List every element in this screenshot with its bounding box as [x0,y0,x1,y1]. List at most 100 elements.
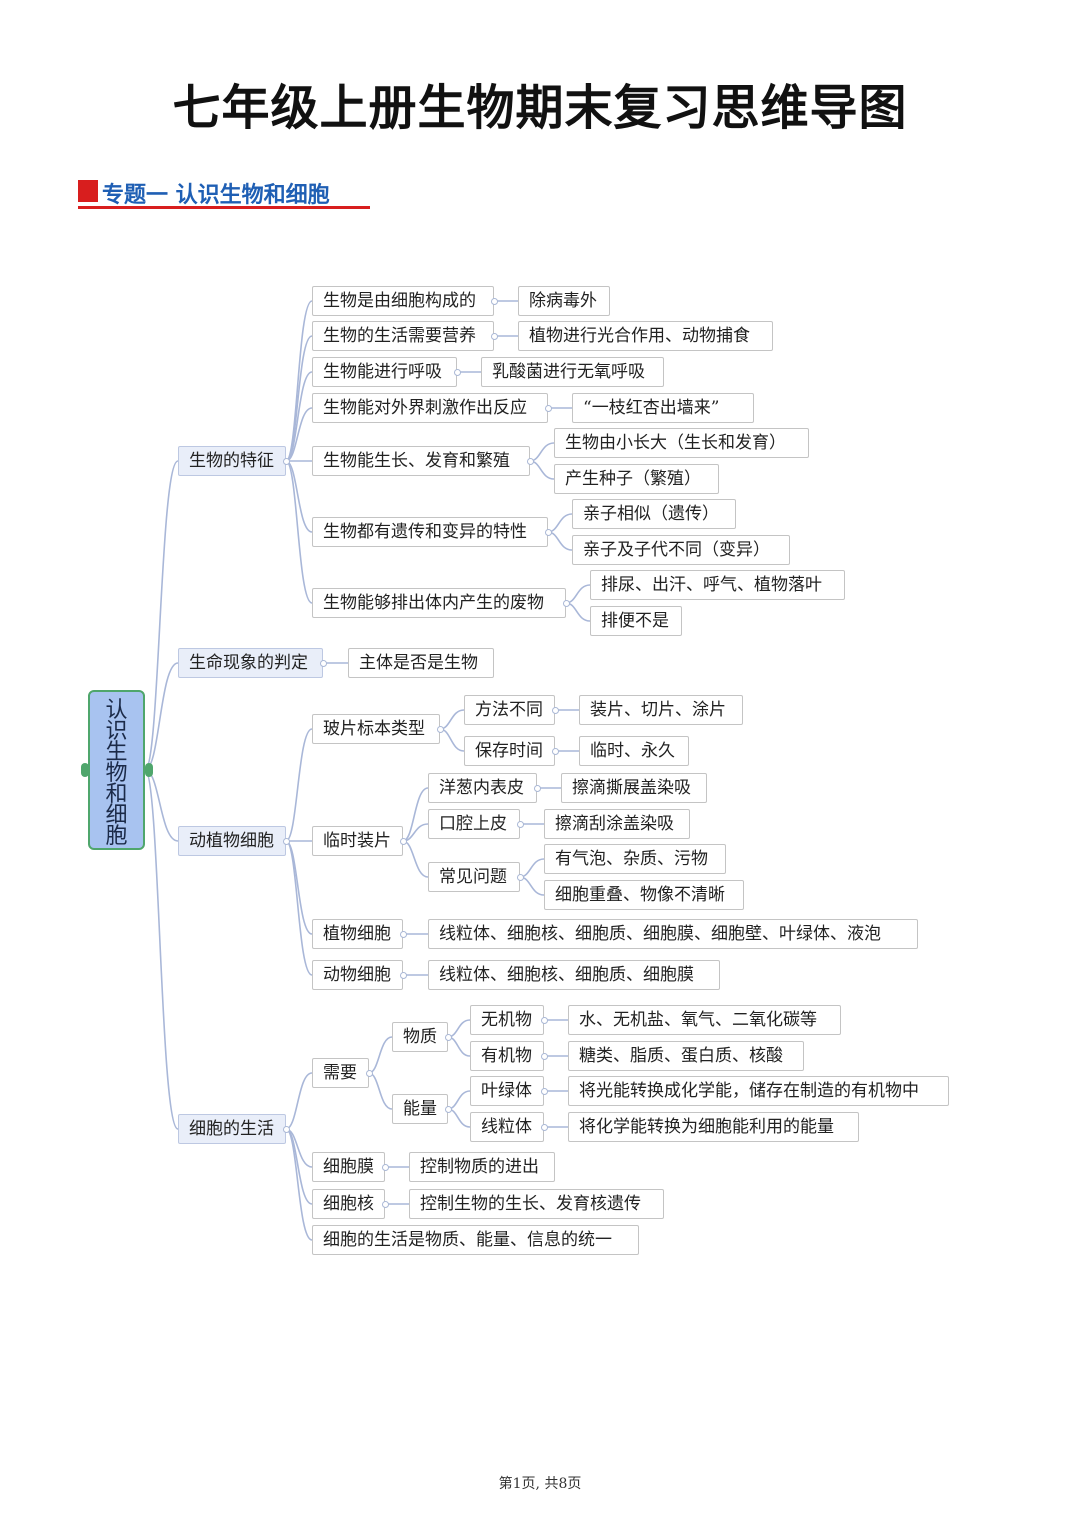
expand-dot[interactable] [283,1126,290,1133]
expand-dot[interactable] [437,726,444,733]
connector-line [519,876,545,896]
organic-node[interactable]: 有机物 [470,1041,544,1071]
expand-dot[interactable] [563,600,570,607]
connector-line [144,769,179,1130]
nucleus-value[interactable]: 控制生物的生长、发育核遗传 [409,1189,664,1219]
matter-node[interactable]: 物质 [392,1022,448,1052]
feature-detail[interactable]: 乳酸菌进行无氧呼吸 [481,357,664,387]
feature-detail[interactable]: 生物由小长大（生长和发育） [554,428,809,458]
slide-keep-value[interactable]: 临时、永久 [579,736,689,766]
problem-item[interactable]: 细胞重叠、物像不清晰 [544,880,744,910]
slide-types[interactable]: 玻片标本类型 [312,714,440,744]
mitochondria-node[interactable]: 线粒体 [470,1112,544,1142]
organic-value[interactable]: 糖类、脂质、蛋白质、核酸 [568,1041,804,1071]
feature-item[interactable]: 生物能对外界刺激作出反应 [312,393,548,423]
expand-dot[interactable] [454,369,461,376]
feature-detail[interactable]: 亲子相似（遗传） [572,499,736,529]
collapse-knob-right[interactable] [145,763,153,777]
expand-dot[interactable] [517,874,524,881]
need-node[interactable]: 需要 [312,1058,369,1088]
expand-dot[interactable] [545,529,552,536]
branch-cell-life[interactable]: 细胞的生活 [178,1114,286,1144]
expand-dot[interactable] [541,1017,548,1024]
root-label: 认识生物和细胞 [105,698,128,849]
connector-line [368,1036,393,1074]
chloroplast-value[interactable]: 将光能转换成化学能，储存在制造的有机物中 [568,1076,949,1106]
animal-cell-parts[interactable]: 线粒体、细胞核、细胞质、细胞膜 [428,960,720,990]
expand-dot[interactable] [320,660,327,667]
feature-detail[interactable]: 排尿、出汗、呼气、植物落叶 [590,570,845,600]
feature-detail[interactable]: 除病毒外 [518,286,610,316]
feature-detail[interactable]: 亲子及子代不同（变异） [572,535,790,565]
root-node[interactable]: 认识生物和细胞 [88,690,145,850]
expand-dot[interactable] [517,821,524,828]
feature-item[interactable]: 生物能生长、发育和繁殖 [312,446,530,476]
connector-line [547,531,573,551]
temp-slide[interactable]: 临时装片 [312,826,403,856]
feature-detail[interactable]: “一枝红杏出墙来” [572,393,754,423]
expand-dot[interactable] [382,1164,389,1171]
slide-method[interactable]: 方法不同 [464,695,555,725]
connector-line [285,1072,313,1130]
expand-dot[interactable] [552,707,559,714]
connector-line [285,460,313,604]
page-title: 七年级上册生物期末复习思维导图 [172,80,908,136]
membrane-value[interactable]: 控制物质的进出 [409,1152,555,1182]
unity-node[interactable]: 细胞的生活是物质、能量、信息的统一 [312,1225,639,1255]
animal-cell[interactable]: 动物细胞 [312,960,403,990]
membrane-node[interactable]: 细胞膜 [312,1152,385,1182]
judge-detail[interactable]: 主体是否是生物 [348,648,494,678]
branch-cells[interactable]: 动植物细胞 [178,826,286,856]
mitochondria-value[interactable]: 将化学能转换为细胞能利用的能量 [568,1112,859,1142]
section-underline [78,206,370,209]
connector-line [368,1072,393,1110]
inorganic-value[interactable]: 水、无机盐、氧气、二氧化碳等 [568,1005,841,1035]
mouth-epithelium[interactable]: 口腔上皮 [428,809,520,839]
expand-dot[interactable] [445,1034,452,1041]
common-problems[interactable]: 常见问题 [428,862,520,892]
collapse-knob-left[interactable] [81,763,89,777]
problem-item[interactable]: 有气泡、杂质、污物 [544,844,726,874]
expand-dot[interactable] [527,458,534,465]
chloroplast-node[interactable]: 叶绿体 [470,1076,544,1106]
feature-item[interactable]: 生物能进行呼吸 [312,357,457,387]
plant-cell[interactable]: 植物细胞 [312,919,403,949]
expand-dot[interactable] [445,1106,452,1113]
expand-dot[interactable] [491,333,498,340]
branch-features[interactable]: 生物的特征 [178,446,286,476]
expand-dot[interactable] [366,1070,373,1077]
expand-dot[interactable] [400,931,407,938]
slide-keep[interactable]: 保存时间 [464,736,555,766]
expand-dot[interactable] [541,1088,548,1095]
branch-judge[interactable]: 生命现象的判定 [178,648,323,678]
expand-dot[interactable] [491,298,498,305]
inorganic-node[interactable]: 无机物 [470,1005,544,1035]
feature-item[interactable]: 生物是由细胞构成的 [312,286,494,316]
expand-dot[interactable] [400,838,407,845]
feature-item[interactable]: 生物的生活需要营养 [312,321,494,351]
expand-dot[interactable] [545,405,552,412]
feature-detail[interactable]: 排便不是 [590,606,682,636]
onion-epidermis[interactable]: 洋葱内表皮 [428,773,537,803]
expand-dot[interactable] [283,458,290,465]
plant-cell-parts[interactable]: 线粒体、细胞核、细胞质、细胞膜、细胞壁、叶绿体、液泡 [428,919,918,949]
connector-line [285,300,313,462]
expand-dot[interactable] [552,748,559,755]
expand-dot[interactable] [283,838,290,845]
connector-line [285,460,313,533]
nucleus-node[interactable]: 细胞核 [312,1189,385,1219]
expand-dot[interactable] [541,1053,548,1060]
expand-dot[interactable] [382,1201,389,1208]
energy-node[interactable]: 能量 [392,1094,448,1124]
feature-detail[interactable]: 产生种子（繁殖） [554,464,719,494]
expand-dot[interactable] [541,1124,548,1131]
mouth-steps[interactable]: 擦滴刮涂盖染吸 [544,809,690,839]
feature-item[interactable]: 生物都有遗传和变异的特性 [312,517,548,547]
feature-detail[interactable]: 植物进行光合作用、动物捕食 [518,321,773,351]
slide-method-value[interactable]: 装片、切片、涂片 [579,695,743,725]
expand-dot[interactable] [534,785,541,792]
feature-item[interactable]: 生物能够排出体内产生的废物 [312,588,566,618]
expand-dot[interactable] [400,972,407,979]
onion-steps[interactable]: 擦滴撕展盖染吸 [561,773,707,803]
